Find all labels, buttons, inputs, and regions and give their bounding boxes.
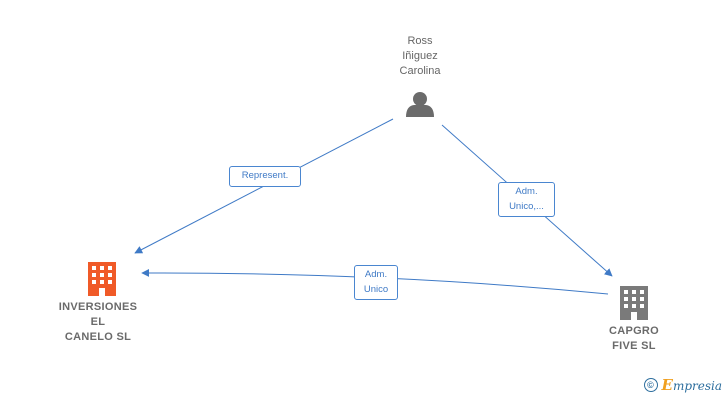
brand-name: mpresia	[672, 379, 722, 393]
edge-label-adm-unico-capgro: Adm. Unico,...	[498, 182, 555, 217]
person-icon[interactable]	[406, 92, 434, 117]
company-name-inversiones[interactable]: INVERSIONES EL CANELO SL	[58, 301, 138, 343]
edge-label-represent: Represent.	[229, 166, 301, 187]
footer-brand: © Empresia	[643, 376, 723, 394]
brand-logo[interactable]: Empresia	[662, 376, 723, 394]
company-name-capgro[interactable]: CAPGRO FIVE SL	[608, 325, 660, 352]
building-icon-capgro[interactable]	[620, 286, 648, 320]
building-icon-inversiones[interactable]	[88, 262, 116, 296]
copyright-icon: ©	[643, 378, 658, 392]
person-name-label[interactable]: Ross Iñiguez Carolina	[399, 35, 441, 77]
edge-label-adm-unico-inversiones: Adm. Unico	[354, 265, 398, 300]
brand-initial: E	[661, 376, 673, 394]
